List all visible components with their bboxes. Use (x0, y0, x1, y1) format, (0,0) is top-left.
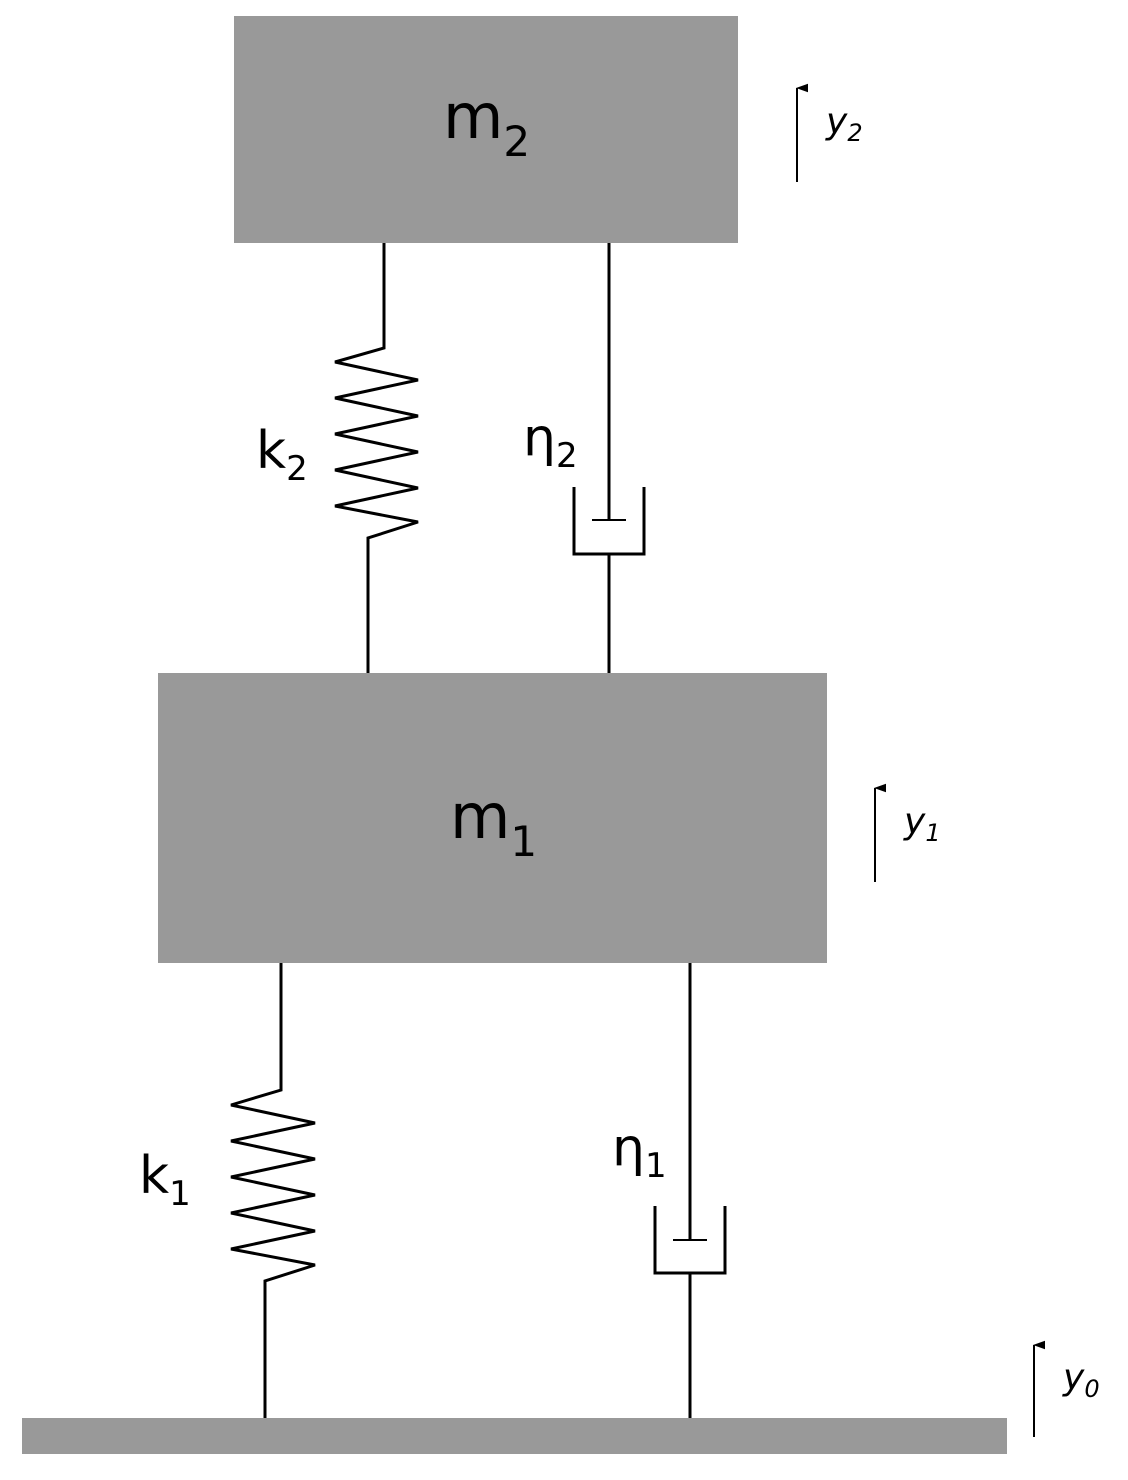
damper-eta1-label: η1 (612, 1118, 667, 1186)
mass-m2 (234, 16, 738, 243)
spring-k2-label: k2 (256, 421, 308, 489)
spring-k1-label: k1 (139, 1146, 191, 1214)
spring-k1 (230, 963, 316, 1418)
mass-m2-label: m2 (443, 80, 530, 166)
displacement-y2-label: y2 (825, 101, 863, 147)
damper-eta2-label: η2 (523, 408, 578, 476)
spring-k2 (334, 243, 419, 673)
displacement-y0-label: y0 (1062, 1357, 1100, 1403)
damper-eta1 (653, 963, 727, 1418)
mass-m1-label: m1 (450, 780, 537, 866)
mass-m1 (158, 673, 827, 963)
ground (22, 1418, 1007, 1454)
damper-eta2 (572, 243, 646, 673)
displacement-y1-label: y1 (903, 801, 941, 847)
